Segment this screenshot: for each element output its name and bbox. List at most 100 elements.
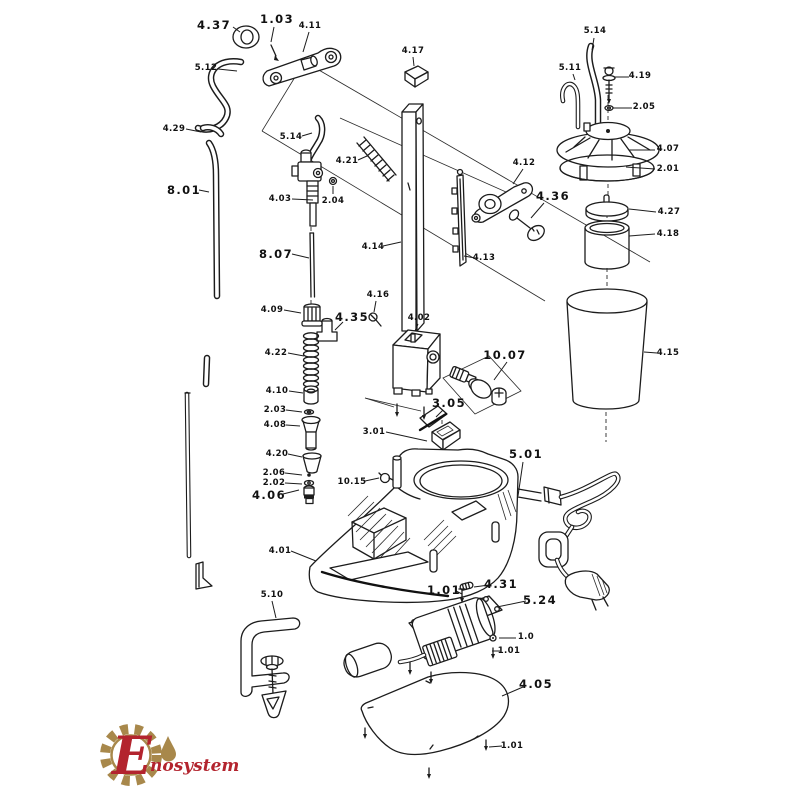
washer-1-0-drawing <box>489 634 497 642</box>
base-housing-4-01-drawing <box>308 448 519 604</box>
part-label-4.22: 4.22 <box>264 348 288 358</box>
part-label-5.12: 5.12 <box>194 63 218 73</box>
suction-tube-8-01a-drawing <box>205 139 221 300</box>
part-label-4.09: 4.09 <box>260 305 284 315</box>
part-label-5.01: 5.01 <box>509 447 543 461</box>
part-label-4.21: 4.21 <box>335 156 359 166</box>
leader-lines-layer <box>185 26 658 748</box>
part-label-8.01: 8.01 <box>167 183 201 197</box>
knurled-nut-4-09-drawing <box>301 303 323 327</box>
rod-8-07-drawing <box>309 232 316 298</box>
piston-4-10-drawing <box>303 385 319 405</box>
thumb-bolt-4-36-drawing <box>508 209 545 242</box>
foot-4-30-drawing <box>195 561 213 590</box>
part-label-4.08: 4.08 <box>263 420 287 430</box>
part-label-4.07: 4.07 <box>656 144 680 154</box>
part-label-10.07: 10.07 <box>483 348 527 362</box>
nut-2-04-drawing <box>328 176 338 186</box>
tube-4-28-drawing <box>202 354 211 388</box>
part-label-1.03: 1.03 <box>260 12 294 26</box>
screw-1-01-mid-drawing <box>458 588 466 603</box>
logo-droplet-icon <box>161 736 176 762</box>
part-label-4.10: 4.10 <box>265 386 289 396</box>
part-label-4.14: 4.14 <box>361 242 385 252</box>
part-label-10.15: 10.15 <box>337 477 367 487</box>
mount-bracket-4-11-drawing <box>262 47 342 87</box>
part-label-4.20: 4.20 <box>265 449 289 459</box>
part-label-4.15: 4.15 <box>656 348 680 358</box>
arm-bracket-4-12-drawing <box>471 182 534 223</box>
part-label-4.16: 4.16 <box>366 290 390 300</box>
screws-3-01-drawing <box>364 397 426 420</box>
part-label-4.05: 4.05 <box>519 677 553 691</box>
clamp-5-10-drawing <box>240 617 301 719</box>
part-label-3.05: 3.05 <box>432 396 466 410</box>
part-label-1.01: 1.01 <box>427 583 461 597</box>
part-label-4.27: 4.27 <box>657 207 681 217</box>
elbow-4-29-drawing <box>199 124 225 138</box>
impeller-kit-10-07-drawing <box>442 355 522 415</box>
part-label-4.35: 4.35 <box>335 310 369 324</box>
oring-2-03-drawing <box>303 409 315 415</box>
part-label-2.05: 2.05 <box>632 102 656 112</box>
scattered-screws-drawing <box>363 661 488 779</box>
screw-4-16-drawing <box>368 312 382 327</box>
part-label-5.10: 5.10 <box>260 590 284 600</box>
part-label-4.36: 4.36 <box>536 189 570 203</box>
part-label-4.01: 4.01 <box>268 546 292 556</box>
valve-assembly-4-03-drawing <box>291 149 324 227</box>
part-label-4.17: 4.17 <box>401 46 425 56</box>
nozzle-4-06-drawing <box>303 485 315 505</box>
part-label-2.04: 2.04 <box>321 196 345 206</box>
part-label-4.18: 4.18 <box>656 229 680 239</box>
needle-valve-4-19-drawing <box>602 66 616 104</box>
part-label-4.12: 4.12 <box>512 158 536 168</box>
part-label-1.0: 1.0 <box>517 632 535 642</box>
part-label-4.19: 4.19 <box>628 71 652 81</box>
rack-strip-4-13-drawing <box>451 168 467 267</box>
logo-gear-icon <box>100 724 162 786</box>
switch-3-05-drawing <box>418 405 461 451</box>
part-label-4.02: 4.02 <box>407 313 431 323</box>
spring-4-21-drawing <box>356 136 397 182</box>
hose-5-14-right-drawing <box>586 42 602 134</box>
power-cable-5-01-drawing <box>517 471 621 611</box>
cap-4-17-drawing <box>404 65 429 88</box>
part-label-5.24: 5.24 <box>523 593 557 607</box>
part-label-4.11: 4.11 <box>298 21 322 31</box>
part-label-1.01: 1.01 <box>497 646 521 656</box>
cup-4-18-drawing <box>584 220 630 270</box>
logo-wordmark: nosystem <box>150 756 239 776</box>
finned-cover-4-07-drawing <box>556 121 660 181</box>
part-label-8.07: 8.07 <box>259 247 293 261</box>
ring-2-01-drawing <box>559 154 655 182</box>
fitting-10-15-drawing <box>378 472 394 484</box>
funnel-4-20-drawing <box>302 452 322 474</box>
base-plate-4-05-drawing <box>360 671 510 756</box>
pump-housing-4-02-drawing <box>392 329 441 397</box>
part-label-2.01: 2.01 <box>656 164 680 174</box>
part-label-2.03: 2.03 <box>263 405 287 415</box>
valve-4-08-drawing <box>301 415 321 451</box>
pin-2-06-drawing <box>307 473 311 477</box>
part-label-2.06: 2.06 <box>262 468 286 478</box>
part-label-4.37: 4.37 <box>197 18 231 32</box>
spring-4-22-drawing <box>302 332 320 388</box>
logo-initial: E <box>110 726 153 787</box>
screw-1-03-drawing <box>270 44 279 61</box>
column-4-14-drawing <box>401 103 425 332</box>
motor-body-drawing <box>343 597 496 678</box>
part-label-4.06: 4.06 <box>252 488 286 502</box>
part-label-4.31: 4.31 <box>484 577 518 591</box>
part-label-5.14: 5.14 <box>583 26 607 36</box>
part-label-5.11: 5.11 <box>558 63 582 73</box>
enosystem-logo: E nosystem <box>100 724 239 787</box>
suction-tube-8-01b-drawing <box>184 391 192 559</box>
part-label-4.03: 4.03 <box>268 194 292 204</box>
part-label-4.29: 4.29 <box>162 124 186 134</box>
hose-5-11-drawing <box>560 81 581 130</box>
cap-4-35-drawing <box>316 317 338 342</box>
